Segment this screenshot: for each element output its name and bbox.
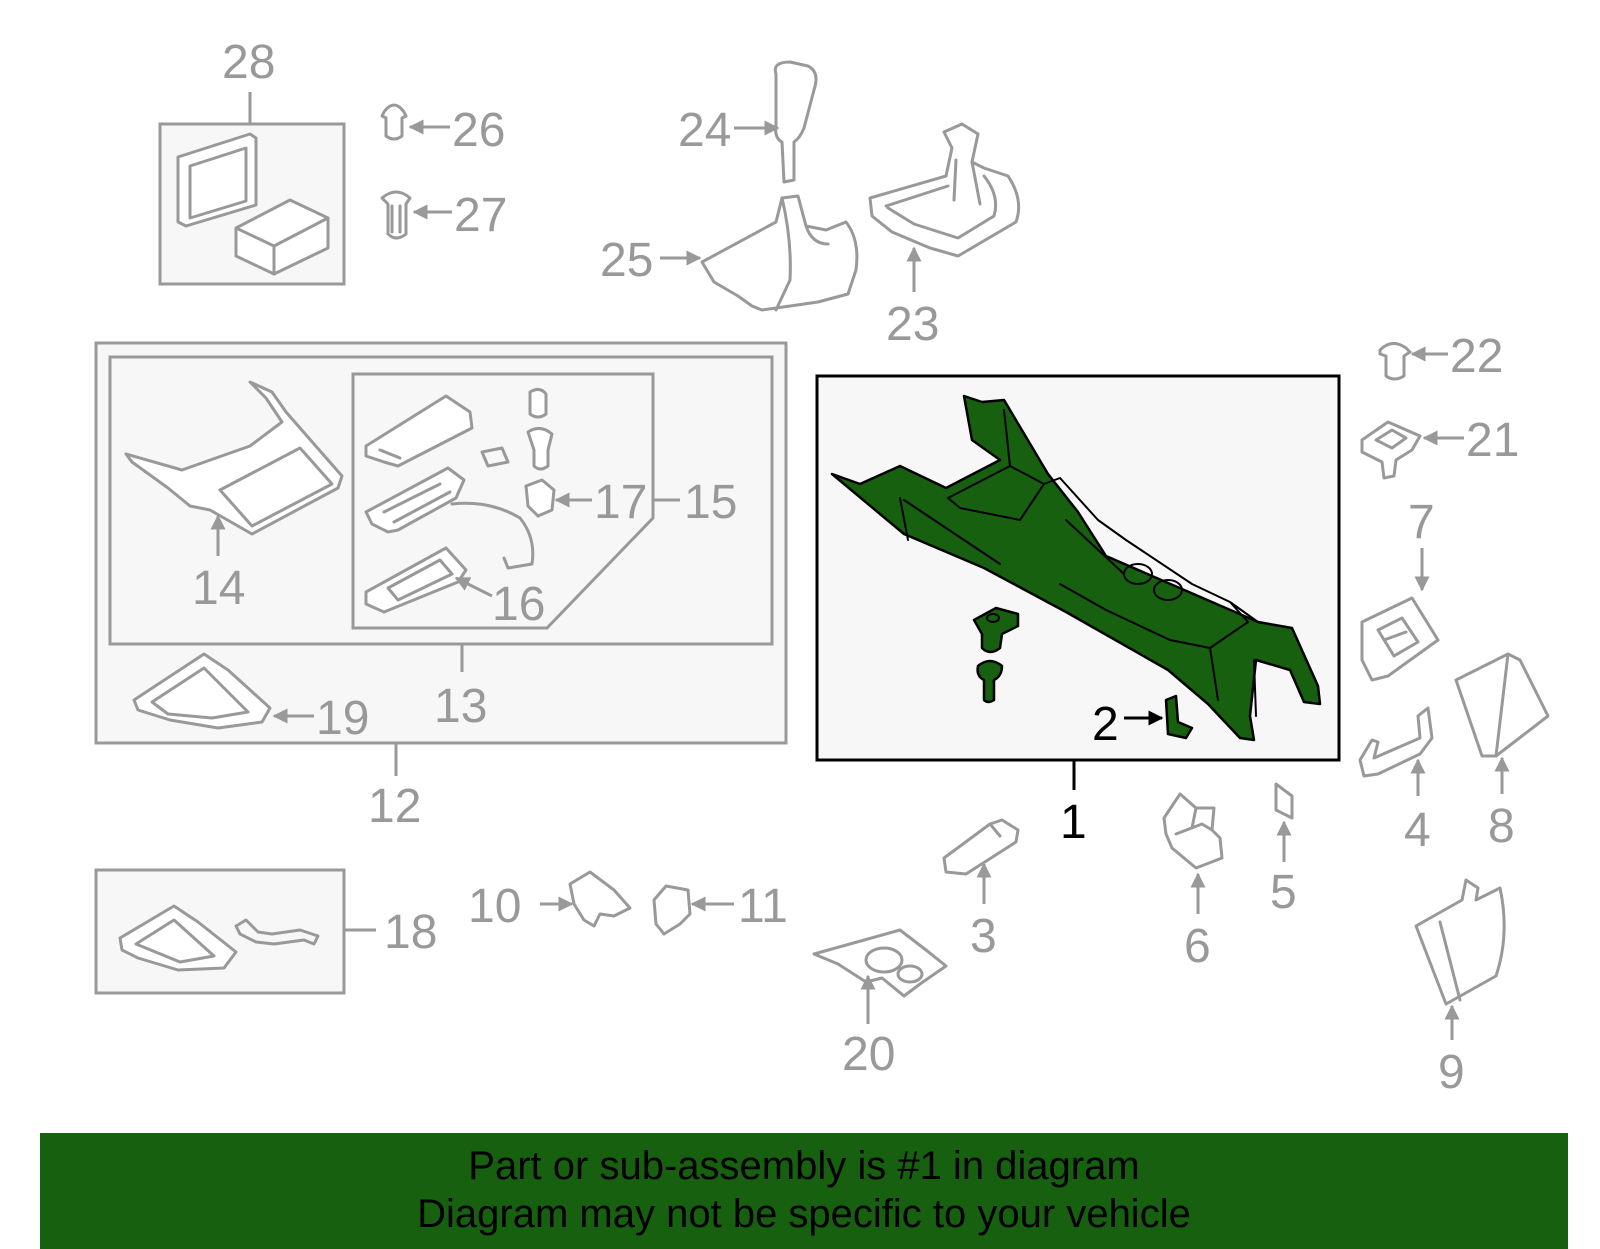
callout-14: 14 [192, 562, 245, 615]
part-18-trim-with-wire [118, 904, 320, 972]
info-banner: Part or sub-assembly is #1 in diagram Di… [40, 1133, 1568, 1249]
part-25-shift-boot [700, 194, 859, 312]
part-28-display [176, 132, 330, 276]
callout-8: 8 [1488, 800, 1515, 853]
part-6-bracket [1162, 792, 1224, 870]
callout-10: 10 [468, 880, 521, 933]
banner-line-part-info: Part or sub-assembly is #1 in diagram [468, 1144, 1140, 1188]
part-21-bracket [1360, 420, 1422, 480]
part-9-side-panel [1414, 878, 1506, 1006]
callout-15: 15 [684, 476, 737, 529]
callout-24: 24 [678, 104, 731, 157]
part-10-piece [568, 870, 632, 928]
part-20-cup-holder [812, 928, 948, 998]
part-4-bracket [1358, 706, 1434, 778]
callout-5: 5 [1270, 866, 1297, 919]
part-1-bolt [976, 659, 1004, 704]
callout-20: 20 [842, 1028, 895, 1081]
callout-22: 22 [1450, 330, 1503, 383]
callout-21: 21 [1466, 414, 1519, 467]
callout-7: 7 [1408, 496, 1435, 549]
part-19-shift-trim [132, 652, 272, 730]
callout-18: 18 [384, 906, 437, 959]
part-22-clip [1378, 342, 1412, 381]
callout-4: 4 [1404, 804, 1431, 857]
part-1-bushing [972, 606, 1020, 654]
part-5-plate [1274, 782, 1294, 820]
part-27-clip [380, 190, 412, 240]
callout-19: 19 [316, 692, 369, 745]
callout-6: 6 [1184, 920, 1211, 973]
callout-12: 12 [368, 780, 421, 833]
part-23-shift-bezel [868, 122, 1021, 258]
part-1-center-console [830, 394, 1322, 742]
part-2-bracket [1164, 694, 1194, 740]
callout-25: 25 [600, 234, 653, 287]
callout-17: 17 [594, 476, 647, 529]
callout-16: 16 [492, 578, 545, 631]
callout-27: 27 [454, 189, 507, 242]
part-15-switch-parts [364, 387, 554, 614]
callout-9: 9 [1438, 1046, 1465, 1099]
callout-1: 1 [1060, 796, 1087, 849]
part-11-piece [652, 884, 692, 936]
leader-16 [454, 576, 493, 598]
banner-line-disclaimer: Diagram may not be specific to your vehi… [417, 1192, 1191, 1236]
callout-23: 23 [886, 298, 939, 351]
callout-3: 3 [970, 910, 997, 963]
part-14-console-trim [124, 380, 344, 536]
part-26-clip [380, 103, 408, 141]
part-8-pad [1454, 652, 1550, 758]
callout-26: 26 [452, 104, 505, 157]
callout-28: 28 [222, 36, 275, 89]
callout-2: 2 [1092, 698, 1119, 751]
part-3-strip [942, 818, 1020, 876]
part-24-shift-knob [773, 60, 818, 184]
callout-11: 11 [738, 880, 788, 933]
callout-13: 13 [434, 680, 487, 733]
part-17-nut [524, 478, 556, 518]
part-7-bracket [1360, 596, 1440, 682]
